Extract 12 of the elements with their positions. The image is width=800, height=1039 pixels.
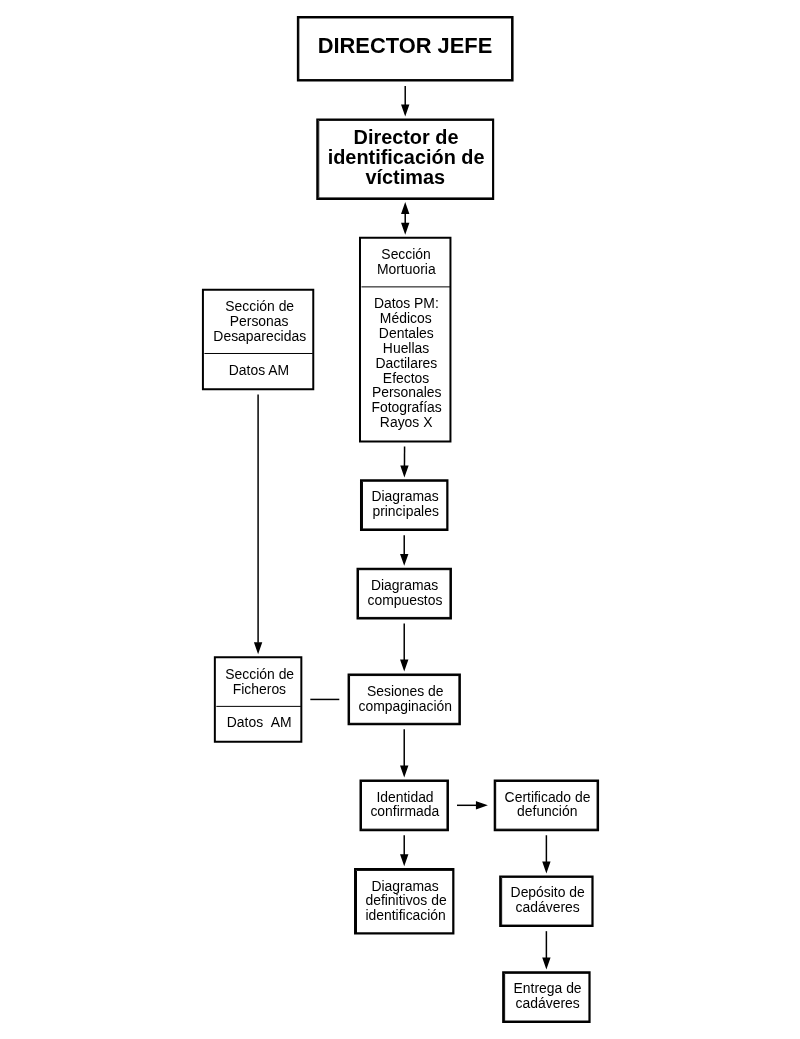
arrow [400,85,409,117]
arrow [399,534,408,566]
arrow [541,930,551,970]
connector [309,698,340,701]
arrow [399,445,409,478]
arrow [399,728,408,778]
arrow [400,202,409,235]
arrow [399,834,408,867]
arrow [253,393,262,655]
arrow [399,622,408,672]
arrow [541,834,551,874]
arrow [455,801,488,810]
